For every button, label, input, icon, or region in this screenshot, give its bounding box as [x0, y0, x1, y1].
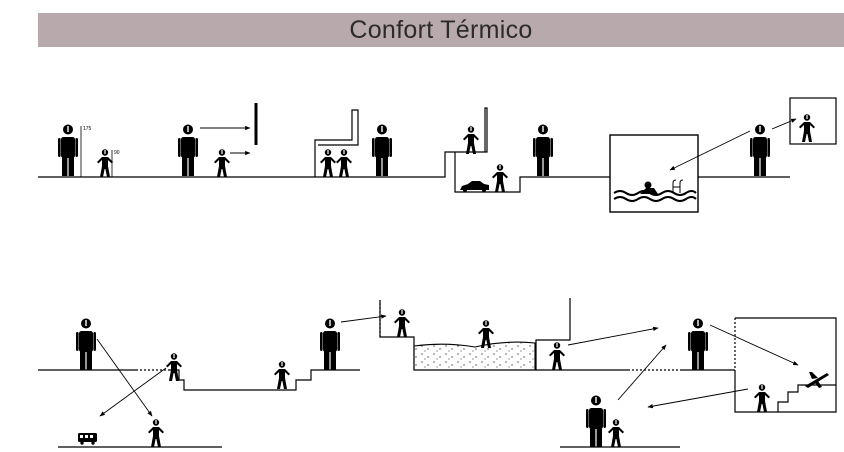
person-child-icon	[492, 164, 508, 192]
person-child-icon	[336, 149, 352, 177]
person-adult-icon	[688, 318, 708, 370]
person-adult-icon	[76, 318, 96, 370]
bottom-row-ground	[38, 298, 735, 448]
water-waves	[613, 190, 697, 202]
title-bar: Confort Térmico	[38, 13, 844, 47]
building-box	[734, 317, 837, 413]
top-row-ground	[38, 107, 790, 193]
airplane-icon	[805, 372, 829, 388]
person-child-icon	[754, 384, 770, 412]
sand-dots-pattern	[413, 341, 536, 371]
step-shelter	[314, 109, 359, 177]
bus-icon	[78, 433, 97, 445]
person-child-icon	[608, 419, 624, 447]
person-child-icon	[148, 419, 164, 447]
person-child-icon	[394, 309, 410, 337]
person-adult-icon	[320, 318, 340, 370]
pool-ladder-icon	[672, 179, 684, 193]
person-adult-icon	[750, 124, 770, 176]
person-adult-icon	[178, 124, 198, 176]
height-label-adult: 175	[83, 126, 92, 132]
person-child-icon	[97, 149, 113, 177]
height-label-child: 90	[114, 150, 120, 156]
person-child-icon	[463, 126, 479, 154]
person-adult-icon	[372, 124, 392, 176]
swimmer-icon	[640, 181, 658, 194]
page-title: Confort Térmico	[349, 15, 533, 44]
person-child-icon	[549, 342, 565, 370]
person-adult-icon	[586, 395, 606, 447]
person-child-icon	[320, 149, 336, 177]
car-icon	[460, 181, 489, 192]
person-child-icon	[214, 149, 230, 177]
person-adult-icon	[58, 124, 78, 176]
person-child-icon	[274, 361, 290, 389]
person-adult-icon	[533, 124, 553, 176]
window-box	[789, 97, 837, 145]
